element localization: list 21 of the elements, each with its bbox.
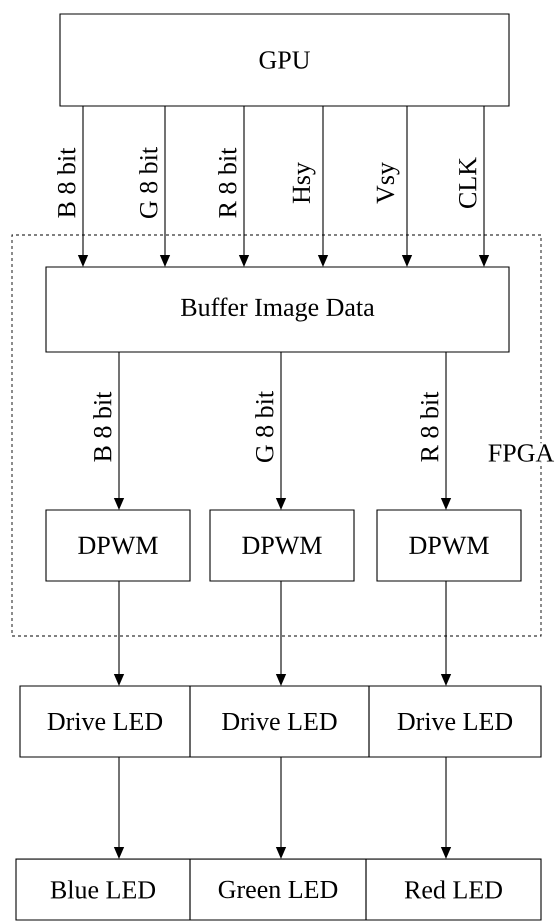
edge-label: Vsy: [376, 162, 400, 204]
block-box: Drive LED: [189, 685, 370, 758]
block-box: Drive LED: [19, 685, 191, 758]
block-box: GPU: [59, 13, 510, 107]
block-box: Green LED: [189, 858, 367, 921]
block-box: DPWM: [376, 509, 522, 582]
edge-label: R 8 bit: [218, 148, 236, 218]
block-box: Blue LED: [15, 858, 191, 921]
frame-label: FPGA: [486, 443, 555, 463]
block-box: DPWM: [45, 509, 191, 582]
edge-label: R 8 bit: [420, 392, 438, 462]
block-box: Red LED: [365, 858, 542, 921]
block-box: Drive LED: [368, 685, 542, 758]
edge-label: G 8 bit: [255, 391, 274, 462]
block-box: DPWM: [209, 509, 355, 582]
block-box: Buffer Image Data: [45, 266, 510, 353]
edge-label: G 8 bit: [139, 147, 158, 218]
edge-label: B 8 bit: [57, 148, 76, 218]
edge-label: B 8 bit: [93, 392, 112, 462]
edge-label: Hsy: [292, 162, 316, 204]
edge-label: CLK: [458, 157, 476, 208]
